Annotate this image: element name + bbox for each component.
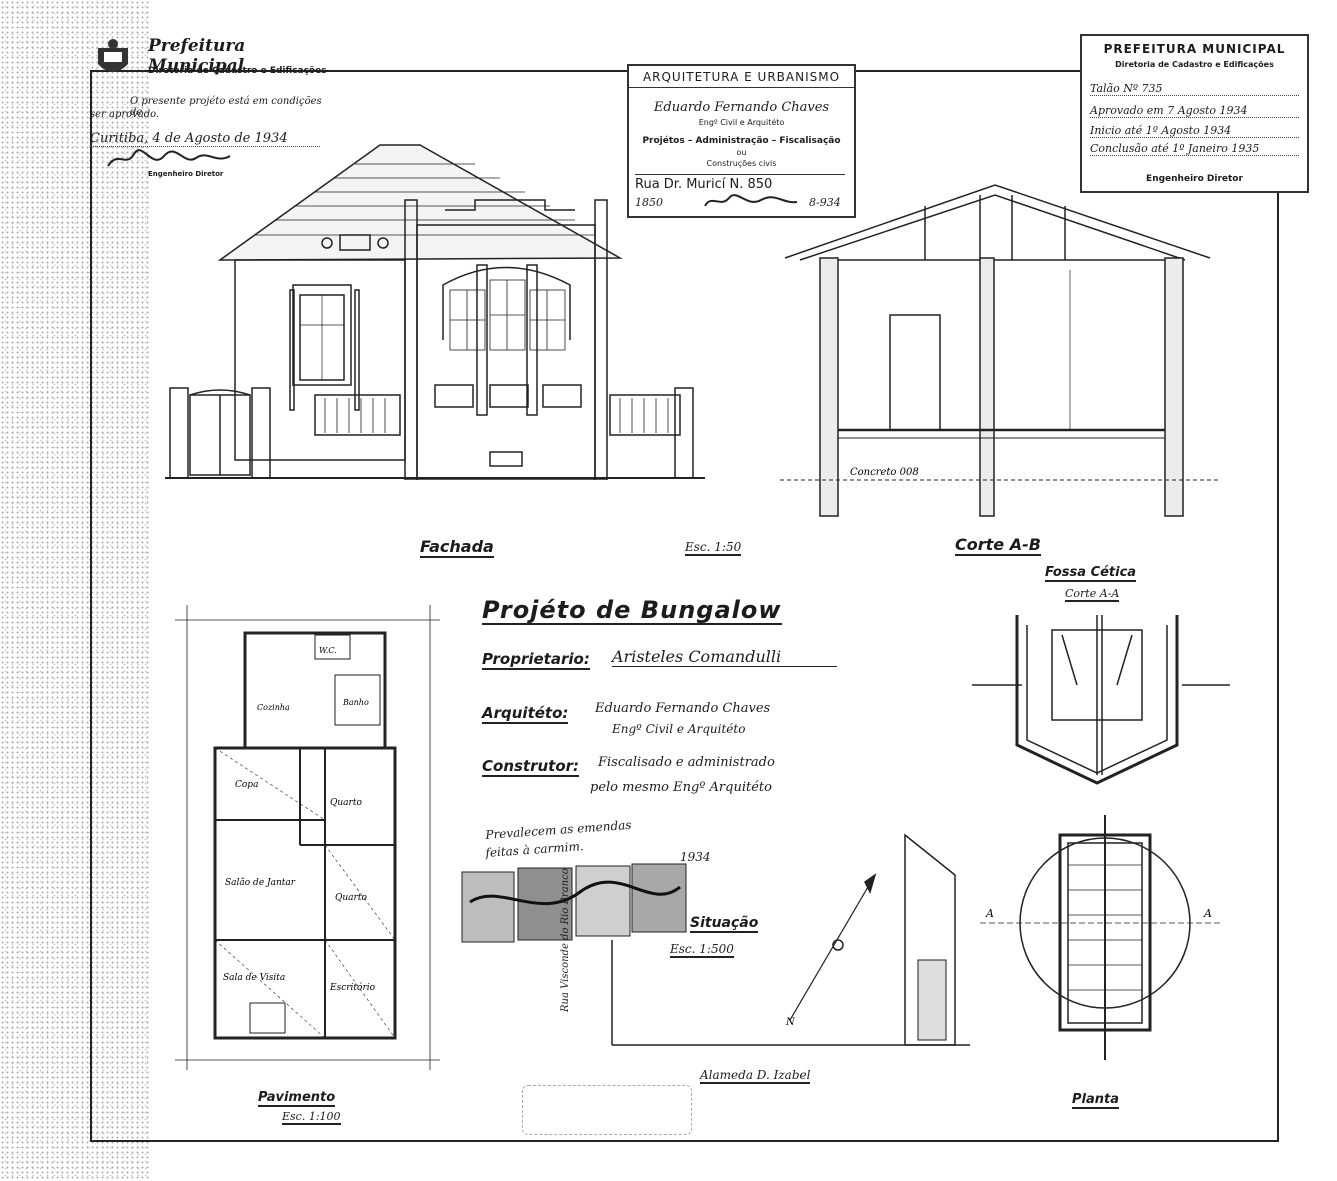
- municipal-left-role: Engenheiro Diretor: [148, 170, 224, 178]
- septic-plan-label: Planta: [1072, 1092, 1119, 1110]
- room-wc: W.C.: [319, 646, 337, 655]
- floor-plan-drawing: W.C. Cozinha Banho Copa Quarto Salão de …: [175, 605, 440, 1070]
- start-date: Inicio até 1º Agosto 1934: [1090, 124, 1299, 138]
- svg-text:A: A: [985, 907, 994, 920]
- owner-label: Proprietario:: [482, 650, 590, 670]
- approved-date: Aprovado em 7 Agosto 1934: [1090, 104, 1299, 118]
- situation-scale: Esc. 1:500: [670, 942, 734, 959]
- permit-number: Talão Nº 735: [1090, 82, 1299, 96]
- room-bedroom1: Quarto: [330, 798, 362, 808]
- section-concrete-note: Concreto 008: [850, 467, 919, 478]
- architect-stamp-date: 8-934: [809, 196, 841, 209]
- architect-stamp-address: Rua Dr. Muricí N. 850: [635, 174, 845, 192]
- owner-value: Aristeles Comandulli: [612, 647, 837, 667]
- municipal-left-subtitle: Diretoria de Cadastro e Edificações: [148, 66, 327, 76]
- facade-label: Fachada: [420, 537, 494, 558]
- municipal-right-title: PREFEITURA MUNICIPAL: [1103, 42, 1286, 56]
- room-bedroom2: Quarto: [335, 893, 367, 903]
- street-left-label: Rua Visconde do Rio Branco: [560, 868, 571, 1012]
- section-a-b-drawing: Concreto 008: [780, 184, 1220, 517]
- septic-tank-plan-drawing: A A: [980, 815, 1220, 1060]
- municipal-approval-stamp-left: Prefeitura Municipal Diretoria de Cadast…: [90, 36, 330, 181]
- room-living: Sala de Visita: [223, 973, 285, 983]
- facade-scale: Esc. 1:50: [685, 540, 742, 557]
- architect-value-2: Engº Civil e Arquitéto: [612, 722, 746, 736]
- approval-text-line2: ser aprovado.: [90, 109, 160, 120]
- municipal-right-role: Engenheiro Diretor: [1146, 174, 1243, 184]
- architect-stamp-heading: ARQUITETURA E URBANISMO: [629, 70, 854, 88]
- septic-tank-label: Fossa Cética: [1045, 565, 1137, 583]
- architect-signature: [704, 194, 798, 207]
- builder-value-2: pelo mesmo Engº Arquitéto: [590, 780, 772, 795]
- completion-date: Conclusão até 1º Janeiro 1935: [1090, 142, 1299, 156]
- amendment-note-year: 1934: [680, 850, 711, 864]
- municipal-right-subtitle: Diretoria de Cadastro e Edificações: [1115, 60, 1274, 69]
- floor-plan-label: Pavimento: [258, 1090, 336, 1108]
- section-label: Corte A-B: [955, 535, 1041, 556]
- paper-speckle-texture: [0, 0, 150, 1181]
- room-pantry: Copa: [235, 780, 258, 790]
- room-bath: Banho: [342, 698, 369, 707]
- architect-stamp-services2: ou: [736, 148, 747, 157]
- situation-label: Situação: [690, 915, 759, 934]
- engineer-signature: [107, 149, 231, 167]
- architect-stamp-services3: Construções civis: [706, 159, 777, 168]
- builder-label: Construtor:: [482, 757, 580, 777]
- approval-text-line1: O presente projéto está em condições de: [130, 96, 322, 118]
- street-bottom-label: Alameda D. Izabel: [700, 1068, 811, 1085]
- facade-elevation-drawing: [165, 144, 705, 480]
- project-title: Projéto de Bungalow: [482, 596, 782, 626]
- room-office: Escritório: [329, 982, 376, 993]
- septic-tank-section-drawing: [972, 615, 1230, 785]
- svg-text:A: A: [1203, 907, 1212, 920]
- builder-value: Fiscalisado e administrado: [598, 755, 775, 770]
- faint-archive-stamp: [522, 1085, 692, 1135]
- revenue-stamps: [461, 863, 687, 943]
- architect-stamp: ARQUITETURA E URBANISMO Eduardo Fernando…: [627, 64, 856, 218]
- north-arrow-label: N: [785, 1017, 796, 1028]
- septic-section-label: Corte A-A: [1065, 587, 1120, 603]
- architect-stamp-number: 1850: [635, 196, 663, 209]
- architect-stamp-services: Projétos – Administração – Fiscalisação: [642, 136, 841, 146]
- architect-label: Arquitéto:: [482, 704, 569, 724]
- architect-stamp-title: Engº Civil e Arquitéto: [698, 118, 785, 127]
- room-dining: Salão de Jantar: [225, 877, 296, 888]
- floor-plan-scale: Esc. 1:100: [282, 1110, 341, 1126]
- architect-stamp-name: Eduardo Fernando Chaves: [653, 100, 830, 115]
- room-kitchen: Cozinha: [257, 703, 290, 712]
- approval-date: Curitiba, 4 de Agosto de 1934: [90, 131, 320, 147]
- coat-of-arms-icon: [98, 39, 128, 72]
- situation-plan-drawing: N: [611, 833, 970, 1046]
- municipal-left-title: Prefeitura Municipal: [148, 36, 246, 76]
- municipal-approval-stamp-right: PREFEITURA MUNICIPAL Diretoria de Cadast…: [1080, 34, 1309, 193]
- architect-value: Eduardo Fernando Chaves: [595, 701, 771, 716]
